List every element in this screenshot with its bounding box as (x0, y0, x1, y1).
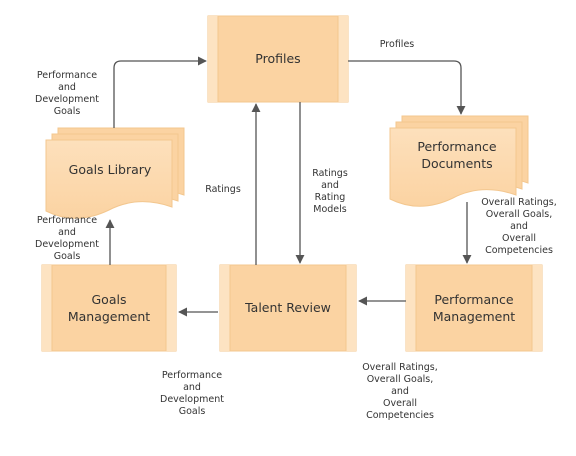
performance-management-label-2: Management (433, 309, 515, 324)
edge-label-goals-library-to-profiles: Performance and Development Goals (35, 70, 99, 117)
edge-label-line: Overall Ratings, (362, 362, 438, 373)
edge-label-line: Ratings (312, 168, 348, 179)
goals-management-box: Goals Management (41, 264, 177, 352)
talent-review-box: Talent Review (219, 264, 357, 352)
edge-label-line: and (321, 180, 339, 191)
edge-label-line: Goals (54, 106, 81, 117)
performance-documents-label-1: Performance (417, 139, 497, 154)
goals-library-label: Goals Library (69, 162, 152, 177)
edge-label-perf-management-to-talent-review: Overall Ratings, Overall Goals, and Over… (362, 362, 438, 421)
performance-management-box: Performance Management (405, 264, 543, 352)
goals-management-label-1: Goals (92, 292, 127, 307)
edge-label-goals-management-to-goals-library: Performance and Development Goals (35, 215, 99, 262)
edge-label-line: Overall (383, 398, 417, 409)
edge-label-line: Competencies (366, 410, 434, 421)
edge-label-line: Development (35, 94, 99, 105)
edge-label-line: Goals (179, 406, 206, 417)
goals-management-label-2: Management (68, 309, 150, 324)
edge-label-line: Profiles (380, 39, 415, 50)
edge-label-line: Performance (37, 70, 97, 81)
edge-label-line: Performance (37, 215, 97, 226)
edge-label-line: Competencies (485, 245, 553, 256)
edge-label-line: Overall Goals, (486, 209, 553, 220)
edge-label-profiles-to-perf-documents: Profiles (380, 39, 415, 50)
arrow-goals-library-to-profiles (113, 56, 207, 128)
edge-label-line: Overall Ratings, (481, 197, 557, 208)
profiles-box: Profiles (207, 15, 349, 103)
edge-label-line: and (58, 82, 76, 93)
performance-documents-label-2: Documents (421, 156, 492, 171)
edge-label-line: Ratings (205, 184, 241, 195)
performance-documents-document: Performance Documents (389, 115, 529, 207)
edge-label-talent-review-to-profiles: Ratings (205, 184, 241, 195)
edge-label-line: Performance (162, 370, 222, 381)
edge-label-line: and (183, 382, 201, 393)
performance-management-label-1: Performance (434, 292, 514, 307)
edge-label-line: Development (160, 394, 224, 405)
edge-label-talent-review-to-goals-management: Performance and Development Goals (160, 370, 224, 417)
edge-label-perf-documents-to-perf-management: Overall Ratings, Overall Goals, and Over… (481, 197, 557, 256)
arrow-profiles-to-performance-documents (348, 60, 466, 115)
edge-label-line: Overall Goals, (367, 374, 434, 385)
edge-label-line: Development (35, 239, 99, 250)
profiles-label: Profiles (255, 51, 300, 66)
talent-review-label: Talent Review (244, 300, 331, 315)
edge-label-line: Overall (502, 233, 536, 244)
edge-label-line: Models (313, 204, 347, 215)
edge-label-profiles-to-talent-review: Ratings and Rating Models (312, 168, 348, 215)
edge-label-line: Goals (54, 251, 81, 262)
edge-label-line: Rating (315, 192, 346, 203)
goals-library-document: Goals Library (45, 127, 185, 219)
edge-label-line: and (391, 386, 409, 397)
edge-label-line: and (58, 227, 76, 238)
edge-label-line: and (510, 221, 528, 232)
